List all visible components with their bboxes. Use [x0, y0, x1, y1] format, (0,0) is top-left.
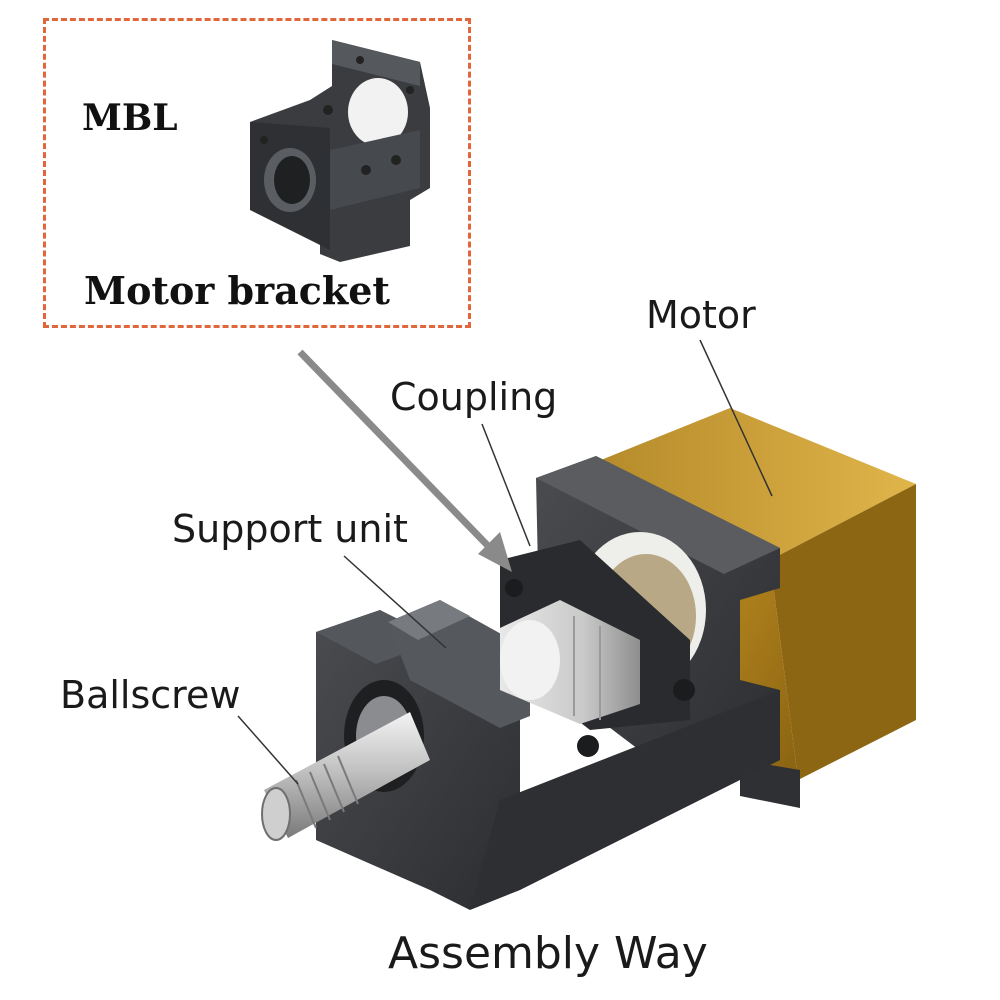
- ballscrew-shaft: [261, 712, 430, 841]
- inset-product-code: MBL: [82, 97, 178, 139]
- motor-label: Motor: [646, 293, 756, 337]
- coupling-body: [500, 600, 640, 724]
- assembly-caption: Assembly Way: [388, 928, 708, 979]
- support-unit-leader-line: [343, 555, 447, 649]
- coupling-label: Coupling: [390, 375, 558, 419]
- ballscrew-leader-line: [237, 715, 299, 785]
- inset-product-name: Motor bracket: [84, 268, 390, 313]
- inset-bracket-image: [250, 40, 430, 262]
- motor-bracket-inset-box: [43, 18, 471, 328]
- coupling-leader-line: [481, 423, 531, 547]
- support-unit-label: Support unit: [172, 507, 408, 551]
- motor-leader-line: [699, 339, 773, 497]
- ballscrew-label: Ballscrew: [60, 673, 241, 717]
- grey-arrow: [297, 349, 512, 572]
